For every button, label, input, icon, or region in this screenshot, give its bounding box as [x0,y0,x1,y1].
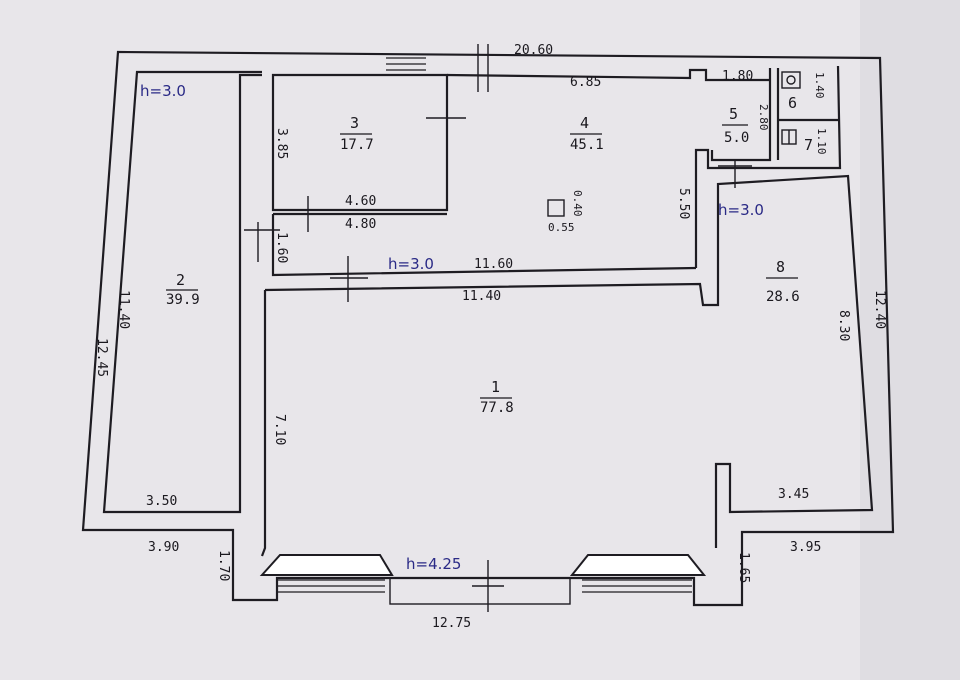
bottom-right-depth: 1.65 [736,552,751,583]
bottom-door-block [389,577,571,605]
room-3-number: 3 [350,114,359,132]
inner-wall-room2 [102,70,262,514]
room-5-number: 5 [729,105,738,123]
dim-corridor-top: 11.60 [474,257,513,272]
room-1-number: 1 [491,378,500,396]
dim-room8-height: 8.30 [836,310,851,341]
dim-room3-width-bottom: 4.80 [345,217,376,232]
right-upper-wall [694,65,842,268]
room-1-area: 77.8 [480,400,514,416]
door-ticks [244,44,752,612]
room-7-number: 7 [804,136,813,154]
dim-column-depth: 0.40 [571,190,584,217]
dim-column-width: 0.55 [548,221,575,234]
ceiling-entrance: h=4.25 [406,555,461,573]
dim-room8-width: 3.45 [778,487,809,502]
dim-room3-height: 3.85 [274,128,289,159]
room-4-number: 4 [580,114,589,132]
room4-top-wall [446,68,770,82]
corridor-bottom-line [264,174,874,548]
dim-room5-height: 2.80 [757,104,770,131]
ceiling-room8: h=3.0 [718,201,764,219]
dim-room2-width: 3.50 [146,494,177,509]
corridor-bottom-wall [260,290,267,557]
room-6-number: 6 [788,94,797,112]
column [547,199,565,217]
dim-room2-height: 11.40 [116,290,131,329]
room-2-number: 2 [176,271,185,289]
dim-wall-height-right: 5.50 [676,188,691,219]
dim-room5-top: 1.80 [722,69,753,84]
bottom-front-width: 12.75 [432,616,471,631]
right-entrance-window [569,554,707,576]
room-8-area: 28.6 [766,289,800,305]
overall-right-height: 12.40 [872,290,887,329]
overall-top-width: 20.60 [514,43,553,58]
room5-walls [710,68,772,162]
room-8-number: 8 [776,258,785,276]
window-hatching [278,57,692,593]
paper-shadow [860,0,960,680]
toilet-bowl-icon [786,75,796,85]
room-3-area: 17.7 [340,137,374,153]
room-5-area: 5.0 [724,130,749,146]
bottom-left-depth: 1.70 [216,550,231,581]
room-2-area: 39.9 [166,292,200,308]
bottom-right-offset: 3.95 [790,540,821,555]
room3-walls [271,73,449,212]
dim-room4-top: 6.85 [570,75,601,90]
outer-wall [81,50,895,607]
ceiling-corridor: h=3.0 [388,255,434,273]
left-entrance-window [259,554,394,576]
corridor-top-wall [271,214,697,277]
dim-corridor-bottom: 11.40 [462,289,501,304]
dim-room3-width-top: 4.60 [345,194,376,209]
toilet-icon [781,71,801,89]
bottom-left-offset: 3.90 [148,540,179,555]
dim-room1-height: 7.10 [272,414,287,445]
dim-room7-height: 1.10 [815,128,828,155]
dim-corridor-small: 1.60 [274,232,289,263]
overall-left-height: 12.45 [94,338,109,377]
ceiling-room2: h=3.0 [140,82,186,100]
dim-room6-height: 1.40 [813,72,826,99]
room-4-area: 45.1 [570,137,604,153]
